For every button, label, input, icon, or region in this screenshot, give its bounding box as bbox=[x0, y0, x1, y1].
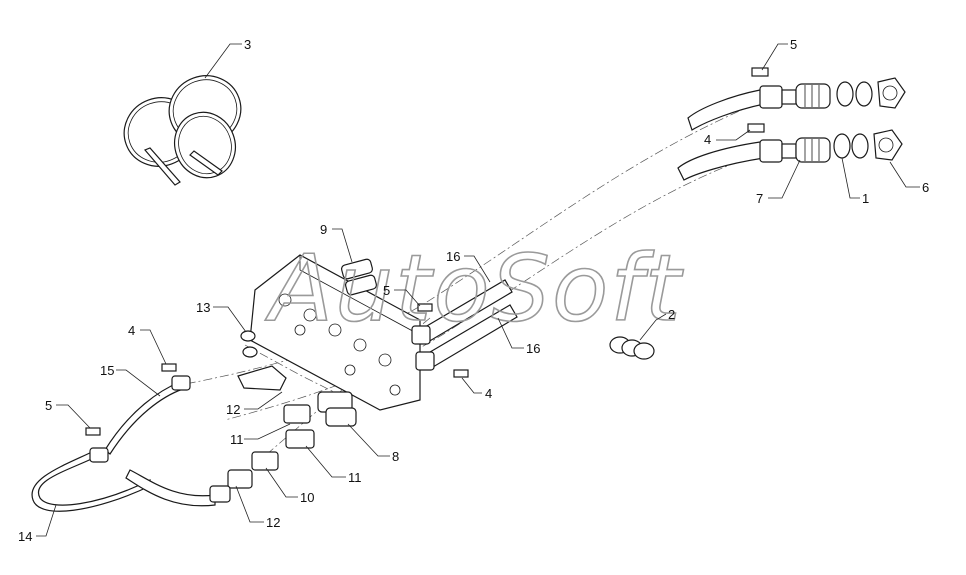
callout-14: 14 bbox=[18, 529, 32, 544]
circlips bbox=[609, 336, 655, 360]
callout-2: 2 bbox=[668, 307, 675, 322]
callout-6: 6 bbox=[922, 180, 929, 195]
callout-1: 1 bbox=[862, 191, 869, 206]
upper-hose-assembly bbox=[687, 67, 906, 131]
callout-11-left: 11 bbox=[230, 432, 244, 447]
lower-hose-assembly bbox=[677, 123, 903, 181]
callout-4-left: 4 bbox=[128, 323, 135, 338]
callout-4-mid: 4 bbox=[485, 386, 492, 401]
middle-hoses bbox=[411, 279, 518, 371]
callout-10: 10 bbox=[300, 490, 314, 505]
callout-15: 15 bbox=[100, 363, 114, 378]
callout-8: 8 bbox=[392, 449, 399, 464]
callout-7: 7 bbox=[756, 191, 763, 206]
callout-12-top: 12 bbox=[226, 402, 240, 417]
left-fittings bbox=[227, 330, 357, 489]
callout-9: 9 bbox=[320, 222, 327, 237]
assembly-axes bbox=[179, 97, 771, 461]
callout-5-mid: 5 bbox=[383, 283, 390, 298]
looped-hoses bbox=[31, 375, 231, 512]
cable-tie-rings bbox=[123, 75, 242, 186]
callout-4-top: 4 bbox=[704, 132, 711, 147]
callout-3: 3 bbox=[244, 37, 251, 52]
watermark-text: AutoSoft bbox=[265, 235, 684, 342]
callout-5-top: 5 bbox=[790, 37, 797, 52]
callout-16-bottom: 16 bbox=[526, 341, 540, 356]
callout-13: 13 bbox=[196, 300, 210, 315]
callout-11-right: 11 bbox=[348, 470, 362, 485]
callout-5-left: 5 bbox=[45, 398, 52, 413]
leader-lines bbox=[36, 43, 920, 537]
callout-12-bottom: 12 bbox=[266, 515, 280, 530]
callout-labels: 3 5 4 7 1 6 9 16 5 2 16 13 4 15 4 5 12 1… bbox=[18, 37, 929, 544]
valve-fittings bbox=[340, 258, 378, 296]
label-tags bbox=[85, 303, 469, 436]
callout-16-top: 16 bbox=[446, 249, 460, 264]
